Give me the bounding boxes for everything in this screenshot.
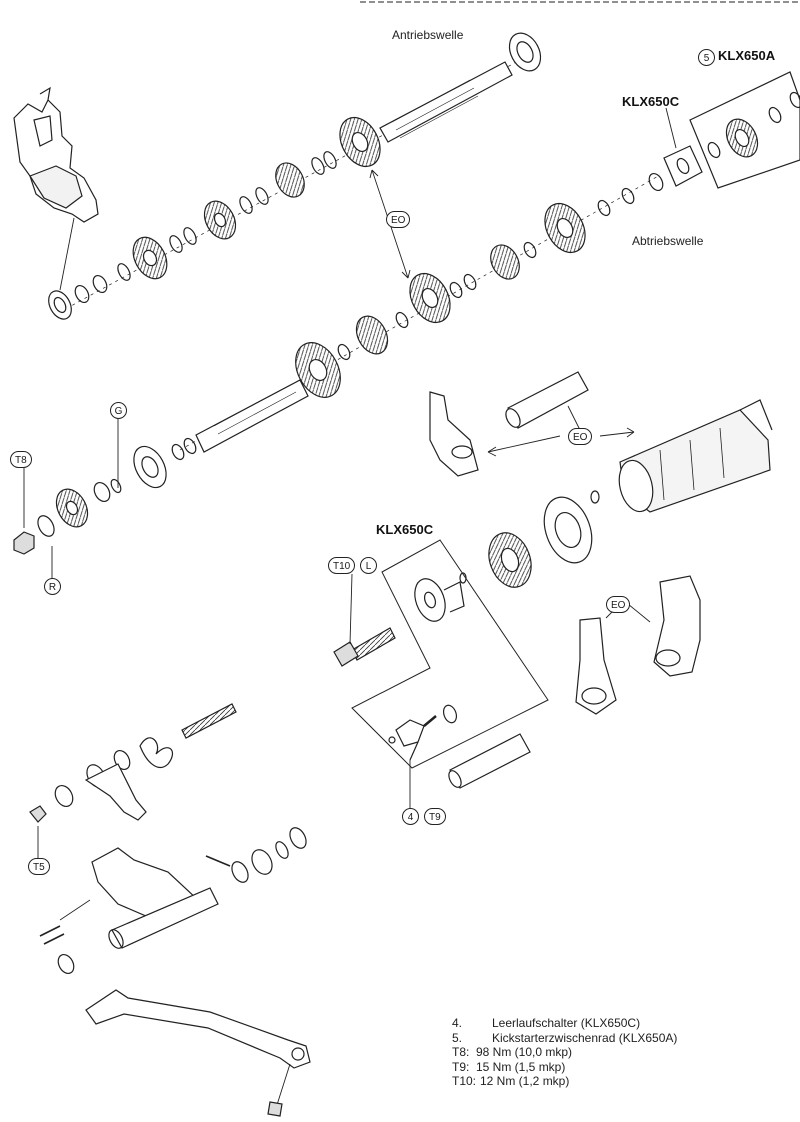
shift-drum-assembly	[429, 371, 773, 588]
legend-key: 5.	[452, 1030, 463, 1045]
callout-l: L	[360, 557, 377, 574]
legend-key: T10:	[452, 1074, 477, 1089]
abtriebswelle-label: Abtriebswelle	[632, 234, 704, 248]
legend-key: T8:	[452, 1045, 470, 1060]
klx650c-top-label: KLX650C	[622, 94, 680, 109]
callout-4: 4	[402, 808, 419, 825]
callout-eo-gears: EO	[386, 211, 411, 228]
callout-eo-forks: EO	[606, 596, 631, 613]
legend-text: Kickstarterzwischenrad (KLX650A)	[492, 1030, 678, 1045]
callout-eo-drum: EO	[568, 428, 593, 445]
main-shaft-assembly	[48, 32, 542, 320]
callout-t8: T8	[10, 451, 32, 468]
klx650a-label: KLX650A	[718, 48, 776, 63]
lower-shift-forks	[448, 575, 701, 789]
legend-row: 5. Kickstarterzwischenrad (KLX650A)	[452, 1031, 677, 1046]
legend-row: T10:12 Nm (1,2 mkp)	[452, 1074, 677, 1089]
callout-5: 5	[698, 49, 715, 66]
legend-text: Leerlaufschalter (KLX650C)	[492, 1016, 641, 1030]
callout-t5: T5	[28, 858, 50, 875]
callout-r: R	[44, 578, 61, 595]
housing-fragment	[13, 86, 99, 223]
legend-row: T9: 15 Nm (1,5 mkp)	[452, 1060, 677, 1075]
legend-key: T9:	[452, 1059, 470, 1074]
legend-row: 4. Leerlaufschalter (KLX650C)	[452, 1016, 677, 1031]
legend-text: 15 Nm (1,5 mkp)	[476, 1059, 566, 1074]
legend-text: 12 Nm (1,2 mkp)	[480, 1074, 570, 1089]
antriebswelle-label: Antriebswelle	[392, 28, 464, 42]
output-shaft-assembly	[13, 174, 661, 555]
callout-t9: T9	[424, 808, 446, 825]
legend: 4. Leerlaufschalter (KLX650C) 5. Kickstart…	[452, 1016, 677, 1089]
callout-t10: T10	[328, 557, 356, 574]
klx650a-box	[689, 71, 800, 189]
gearshift-mechanism	[29, 703, 311, 1117]
klx650c-box	[333, 539, 549, 769]
legend-key: 4.	[452, 1016, 463, 1030]
legend-text: 98 Nm (10,0 mkp)	[476, 1045, 573, 1060]
klx650c-mid-label: KLX650C	[376, 522, 434, 537]
callout-g: G	[110, 402, 127, 419]
legend-row: T8: 98 Nm (10,0 mkp)	[452, 1045, 677, 1060]
klx650c-top-box	[648, 107, 703, 192]
